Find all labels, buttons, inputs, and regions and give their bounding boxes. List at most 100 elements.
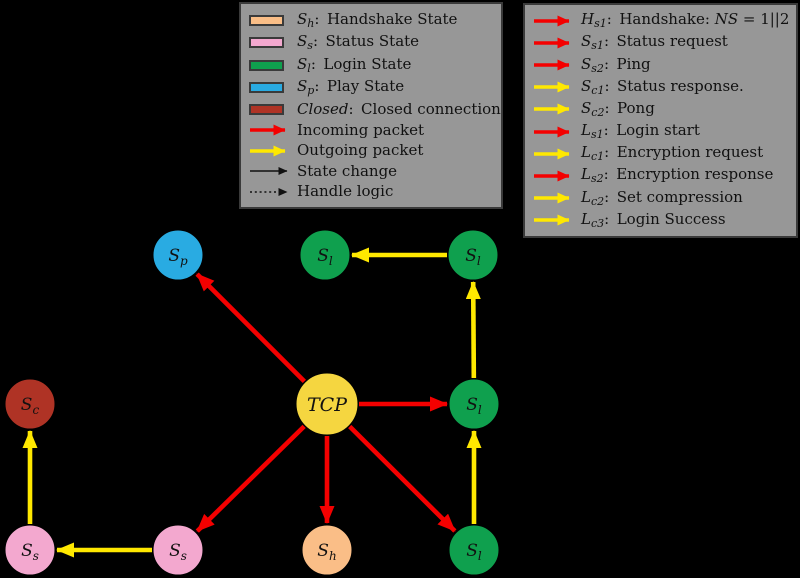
legend-colon: : <box>604 187 617 206</box>
legend-symbol: S <box>581 32 592 51</box>
legend-label: Sh: Handshake State <box>297 9 458 30</box>
graph-edge-tcp-ss2 <box>195 424 306 533</box>
arrow-icon-cell <box>533 15 581 27</box>
legend-symbol: S <box>581 98 592 117</box>
graph-edge-tcp-sl4 <box>348 424 457 533</box>
state-legend-row: Sl: Login State <box>249 54 497 74</box>
legend-label: Sc1: Status response. <box>581 76 744 97</box>
legend-symbol: L <box>581 209 591 228</box>
state-legend-row: State change <box>249 161 497 180</box>
legend-desc: Ping <box>616 54 651 73</box>
legend-label: Handle logic <box>297 184 393 199</box>
legend-symbol-subscript: s <box>307 39 313 53</box>
legend-desc: Set compression <box>616 187 743 206</box>
arrow-icon-cell <box>249 145 297 157</box>
arrow-icon <box>534 15 570 27</box>
legend-symbol: S <box>581 54 592 73</box>
color-swatch-cell <box>249 14 297 26</box>
legend-symbol-subscript: c2 <box>591 105 605 119</box>
graph-node-sl1 <box>299 229 351 281</box>
legend-colon: : <box>604 143 617 162</box>
legend-desc: Status request <box>616 32 728 51</box>
legend-colon: : <box>312 32 326 51</box>
graph-node-sh <box>301 524 353 576</box>
arrow-icon <box>534 103 570 115</box>
state-legend-row: Sp: Play State <box>249 79 497 96</box>
arrow-icon <box>250 145 286 157</box>
legend-symbol: S <box>297 9 308 28</box>
arrow-icon-cell <box>533 59 581 71</box>
legend-colon: : <box>603 32 617 51</box>
graph-edge-sl3-sl2 <box>465 280 481 379</box>
legend-label: State change <box>297 161 398 180</box>
color-swatch-cell <box>249 59 297 71</box>
arrow-icon-cell <box>533 148 581 160</box>
legend-label: Lc1: Encryption request <box>581 143 763 164</box>
legend-desc: Closed connection <box>361 99 501 118</box>
legend-label: Ls2: Encryption response <box>581 167 773 185</box>
arrow-icon <box>250 187 288 196</box>
legend-colon: : <box>604 76 618 95</box>
legend-label: Incoming packet <box>297 122 424 138</box>
legend-symbol-subscript: s2 <box>591 61 604 75</box>
legend-label: Sl: Login State <box>297 54 412 74</box>
arrow-icon <box>534 126 570 138</box>
arrow-icon <box>534 37 570 49</box>
legend-desc: = 1||2 <box>738 10 790 29</box>
color-swatch-cell <box>249 37 297 49</box>
legend-symbol: L <box>581 121 591 140</box>
packet-legend-row: Lc2: Set compression <box>533 187 792 207</box>
graph-node-sl3 <box>448 378 500 430</box>
legend-symbol: L <box>581 187 591 206</box>
legend-symbol-subscript: c1 <box>590 150 605 164</box>
legend-label: Ss2: Ping <box>581 54 651 75</box>
arrow-icon-cell <box>249 186 297 198</box>
arrow-icon <box>250 124 286 136</box>
legend-symbol-subscript: h <box>307 16 315 30</box>
arrow-icon <box>534 81 570 93</box>
packet-legend-row: Ls2: Encryption response <box>533 167 792 184</box>
arrow-icon-cell <box>533 103 581 115</box>
node-label-tcp: TCP <box>307 394 348 416</box>
color-swatch <box>249 14 284 26</box>
legend-label: Hs1: Handshake: NS = 1||2 <box>581 10 790 30</box>
arrow-icon <box>534 214 570 226</box>
legend-desc: Handshake State <box>326 9 458 28</box>
legend-symbol: S <box>297 32 308 51</box>
legend-desc: Login State <box>323 54 412 73</box>
arrow-icon <box>534 148 570 160</box>
legend-desc: Play State <box>326 77 405 96</box>
state-legend-row: Sh: Handshake State <box>249 9 497 30</box>
legend-symbol: S <box>297 77 308 96</box>
legend-symbol: H <box>581 10 595 29</box>
legend-symbol-subscript: s1 <box>591 39 604 53</box>
state-legend-row: Incoming packet <box>249 122 497 138</box>
legend-colon: : <box>606 10 620 29</box>
legend-symbol-subscript: c1 <box>591 83 605 97</box>
legend-symbol: S <box>581 76 592 95</box>
legend-symbol: Closed <box>297 99 349 118</box>
color-swatch-cell <box>249 103 297 115</box>
node-label-sl4: Sl <box>466 541 482 563</box>
arrow-icon-cell <box>533 81 581 93</box>
legend-label: Ss: Status State <box>297 32 420 53</box>
legend-desc: NS <box>714 10 739 29</box>
legend-desc: State change <box>297 161 398 180</box>
legend-desc: Status response. <box>617 76 744 95</box>
legend-colon: : <box>603 54 617 73</box>
packet-legend-row: Sc2: Pong <box>533 98 792 119</box>
legend-label: Ls1: Login start <box>581 121 700 141</box>
graph-edge-tcp-sp <box>195 272 306 383</box>
legend-label: Lc3: Login Success <box>581 209 726 229</box>
legend-colon: : <box>348 99 362 118</box>
legend-desc: Status State <box>325 32 420 51</box>
graph-node-ss1 <box>4 524 56 576</box>
arrow-icon-cell <box>533 192 581 204</box>
legend-symbol: L <box>581 143 591 162</box>
legend-colon: : <box>603 121 617 140</box>
arrow-icon <box>534 170 570 182</box>
legend-colon: : <box>314 9 327 28</box>
packet-legend-row: Sc1: Status response. <box>533 76 792 97</box>
legend-colon: : <box>314 77 327 96</box>
